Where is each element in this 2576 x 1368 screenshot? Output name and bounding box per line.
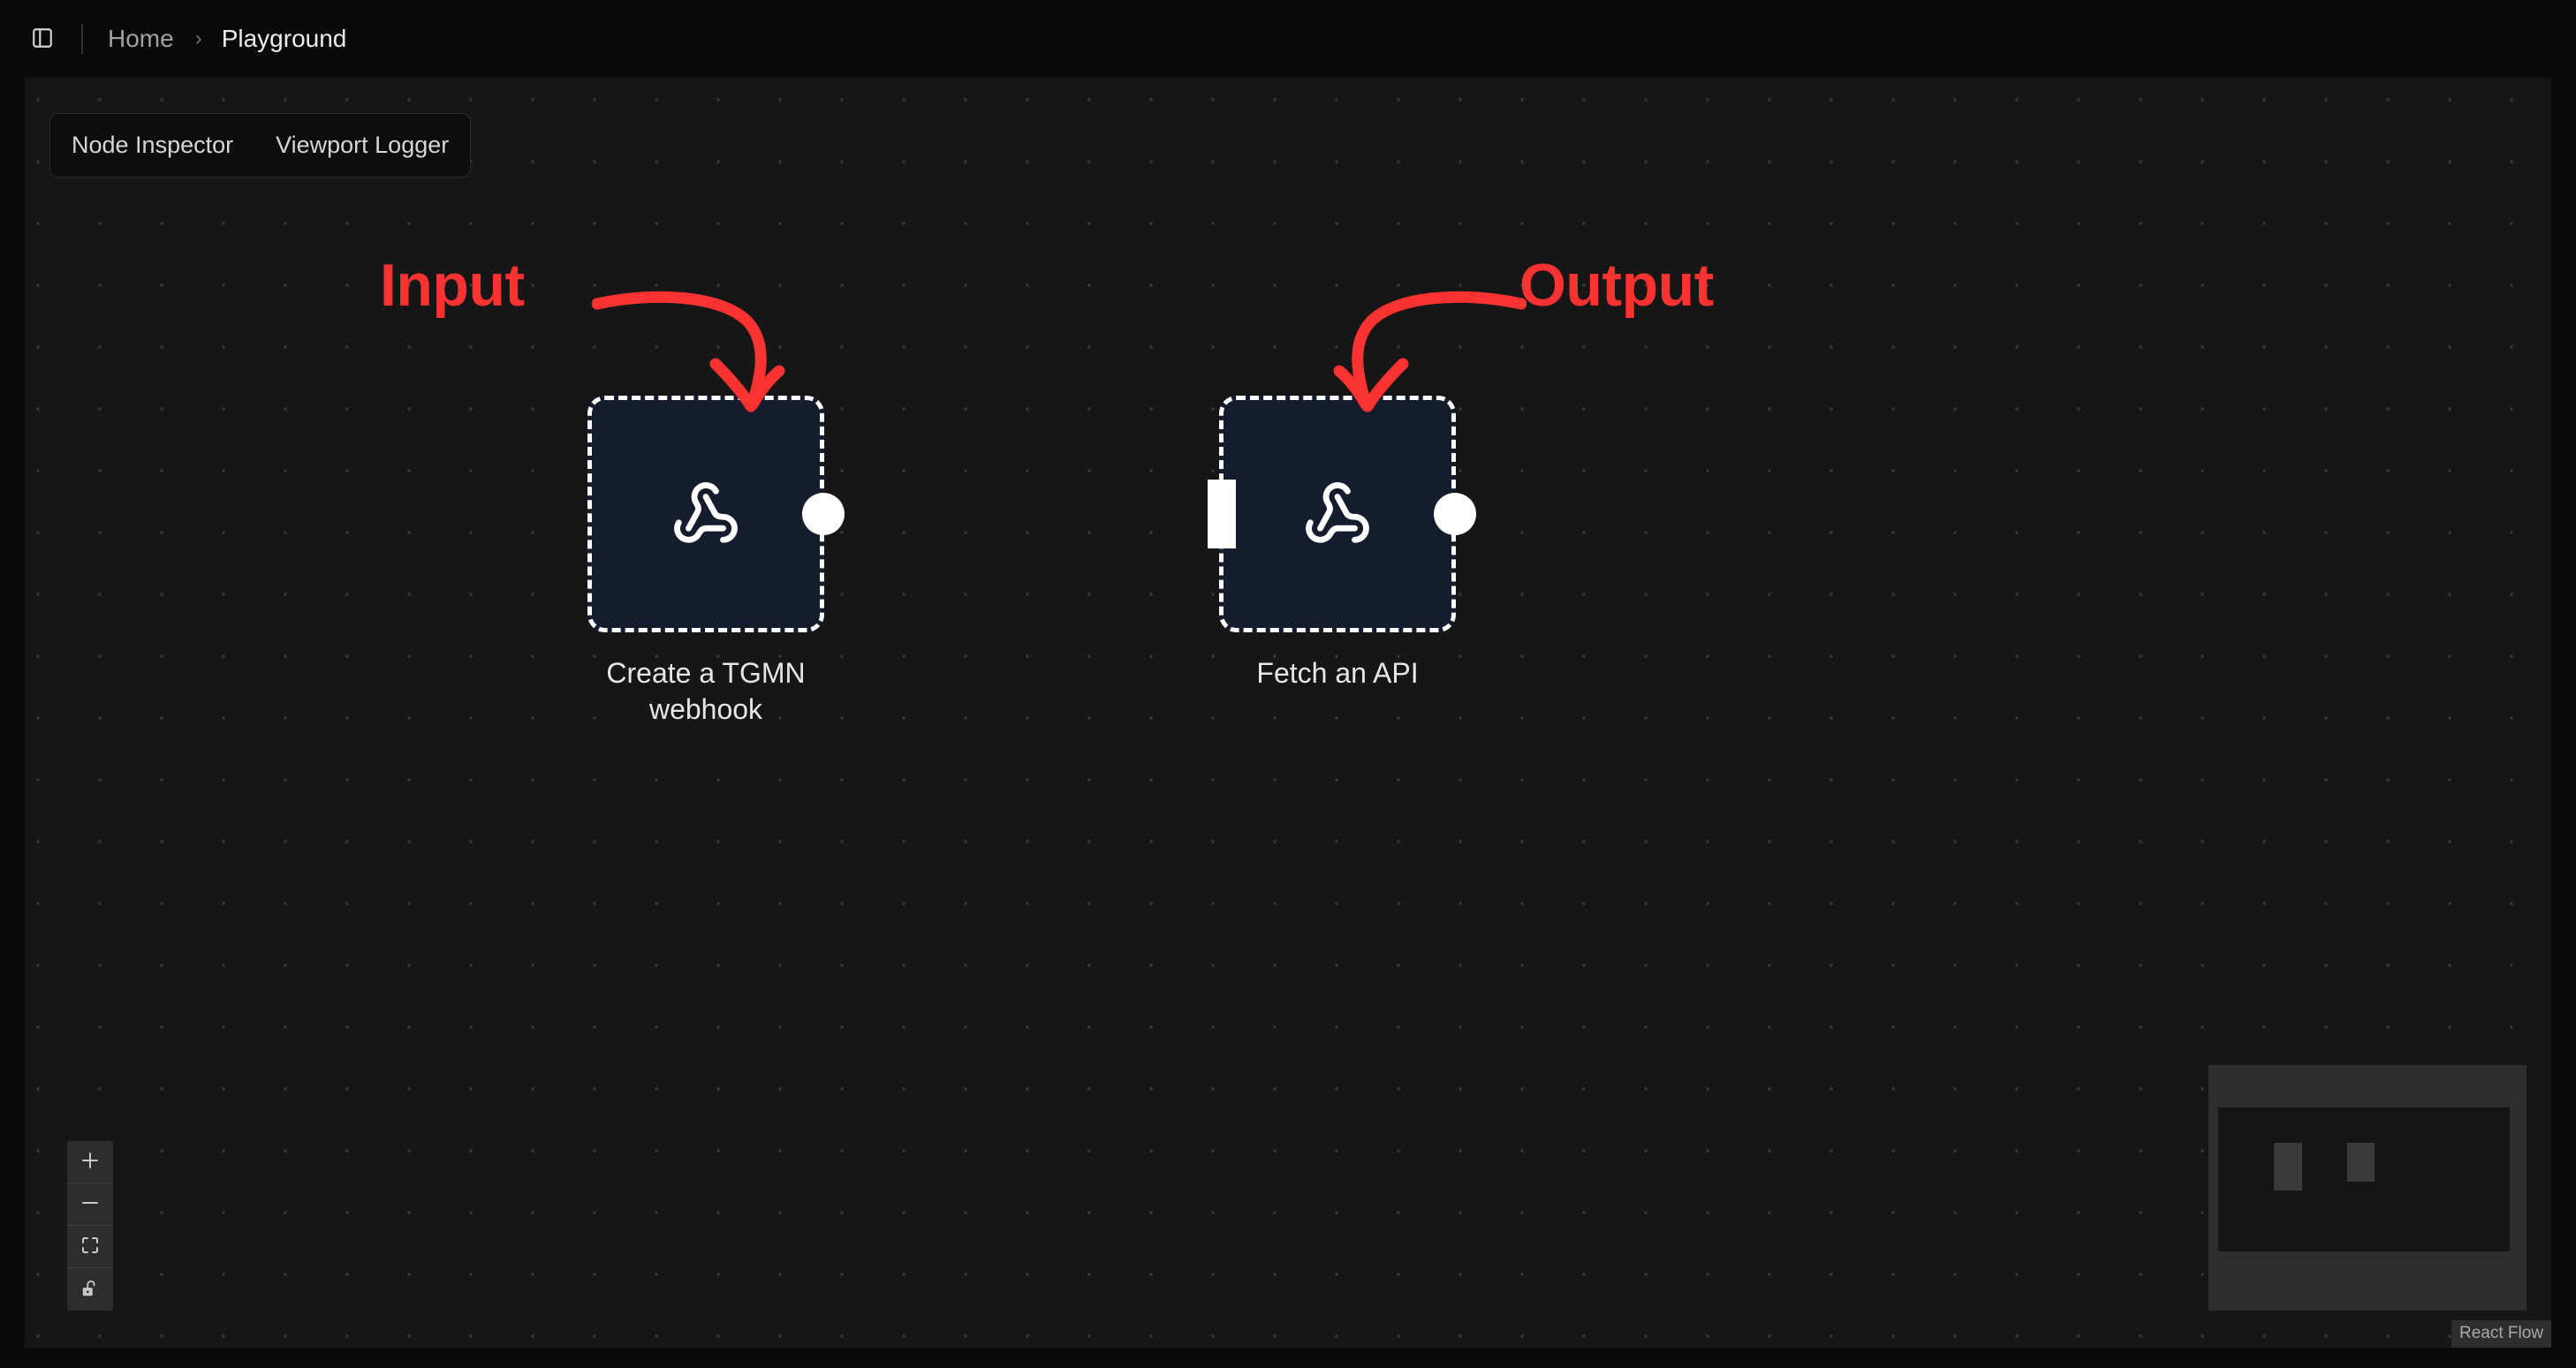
flow-node-create-tgmn-webhook[interactable] xyxy=(587,396,845,632)
unlock-icon xyxy=(80,1279,100,1301)
webhook-icon xyxy=(1303,480,1372,548)
minimap-node xyxy=(2347,1143,2375,1182)
breadcrumb-item-home[interactable]: Home xyxy=(108,25,174,52)
minus-icon xyxy=(80,1192,101,1216)
breadcrumb-separator-icon: › xyxy=(194,26,202,50)
zoom-out-button[interactable] xyxy=(67,1183,113,1226)
fit-view-icon xyxy=(80,1235,101,1258)
plus-icon xyxy=(80,1150,101,1174)
flow-minimap[interactable] xyxy=(2209,1065,2527,1311)
node-inspector-button[interactable]: Node Inspector xyxy=(50,114,254,177)
devtools-panel: Node Inspector Viewport Logger xyxy=(49,113,472,178)
breadcrumb-item-playground: Playground xyxy=(221,25,347,52)
minimap-node xyxy=(2274,1143,2302,1190)
zoom-in-button[interactable] xyxy=(67,1141,113,1183)
top-bar-divider xyxy=(81,24,83,54)
fit-view-button[interactable] xyxy=(67,1226,113,1268)
canvas-dot-grid-background xyxy=(25,49,2551,1348)
flow-controls xyxy=(67,1141,113,1311)
breadcrumb: Home › Playground xyxy=(106,21,346,57)
node-target-handle[interactable] xyxy=(1208,480,1236,548)
panel-left-icon xyxy=(31,26,54,52)
node-source-handle[interactable] xyxy=(1434,493,1476,535)
sidebar-toggle-button[interactable] xyxy=(23,19,62,58)
node-source-handle[interactable] xyxy=(802,493,845,535)
flow-canvas[interactable]: Node Inspector Viewport Logger Input Out… xyxy=(25,49,2551,1348)
viewport-logger-button[interactable]: Viewport Logger xyxy=(254,114,470,177)
react-flow-attribution[interactable]: React Flow xyxy=(2451,1320,2551,1348)
lock-toggle-button[interactable] xyxy=(67,1268,113,1311)
flow-node-fetch-an-api[interactable] xyxy=(1208,396,1476,632)
webhook-icon xyxy=(671,480,740,548)
top-bar: Home › Playground xyxy=(0,0,2576,78)
